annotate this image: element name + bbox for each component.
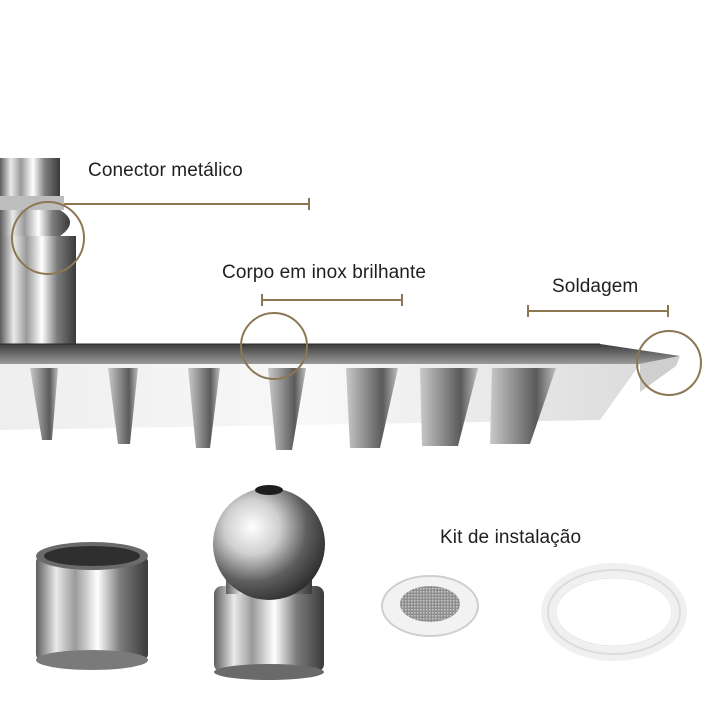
body-callout-circle xyxy=(240,312,308,380)
installation-kit-label: Kit de instalação xyxy=(440,527,582,548)
ball-joint-connector xyxy=(213,485,325,680)
shower-plate xyxy=(0,343,680,430)
ring-seal xyxy=(541,563,687,661)
connector-label: Conector metálico xyxy=(88,160,243,181)
body-label: Corpo em inox brilhante xyxy=(222,262,427,283)
connector-callout-circle xyxy=(11,201,85,275)
nozzle-row xyxy=(30,368,556,450)
mesh-washer xyxy=(381,575,479,637)
connector-pipe xyxy=(0,158,76,346)
weld-callout-circle xyxy=(636,330,702,396)
sleeve-connector xyxy=(36,542,148,670)
weld-label: Soldagem xyxy=(552,276,639,297)
